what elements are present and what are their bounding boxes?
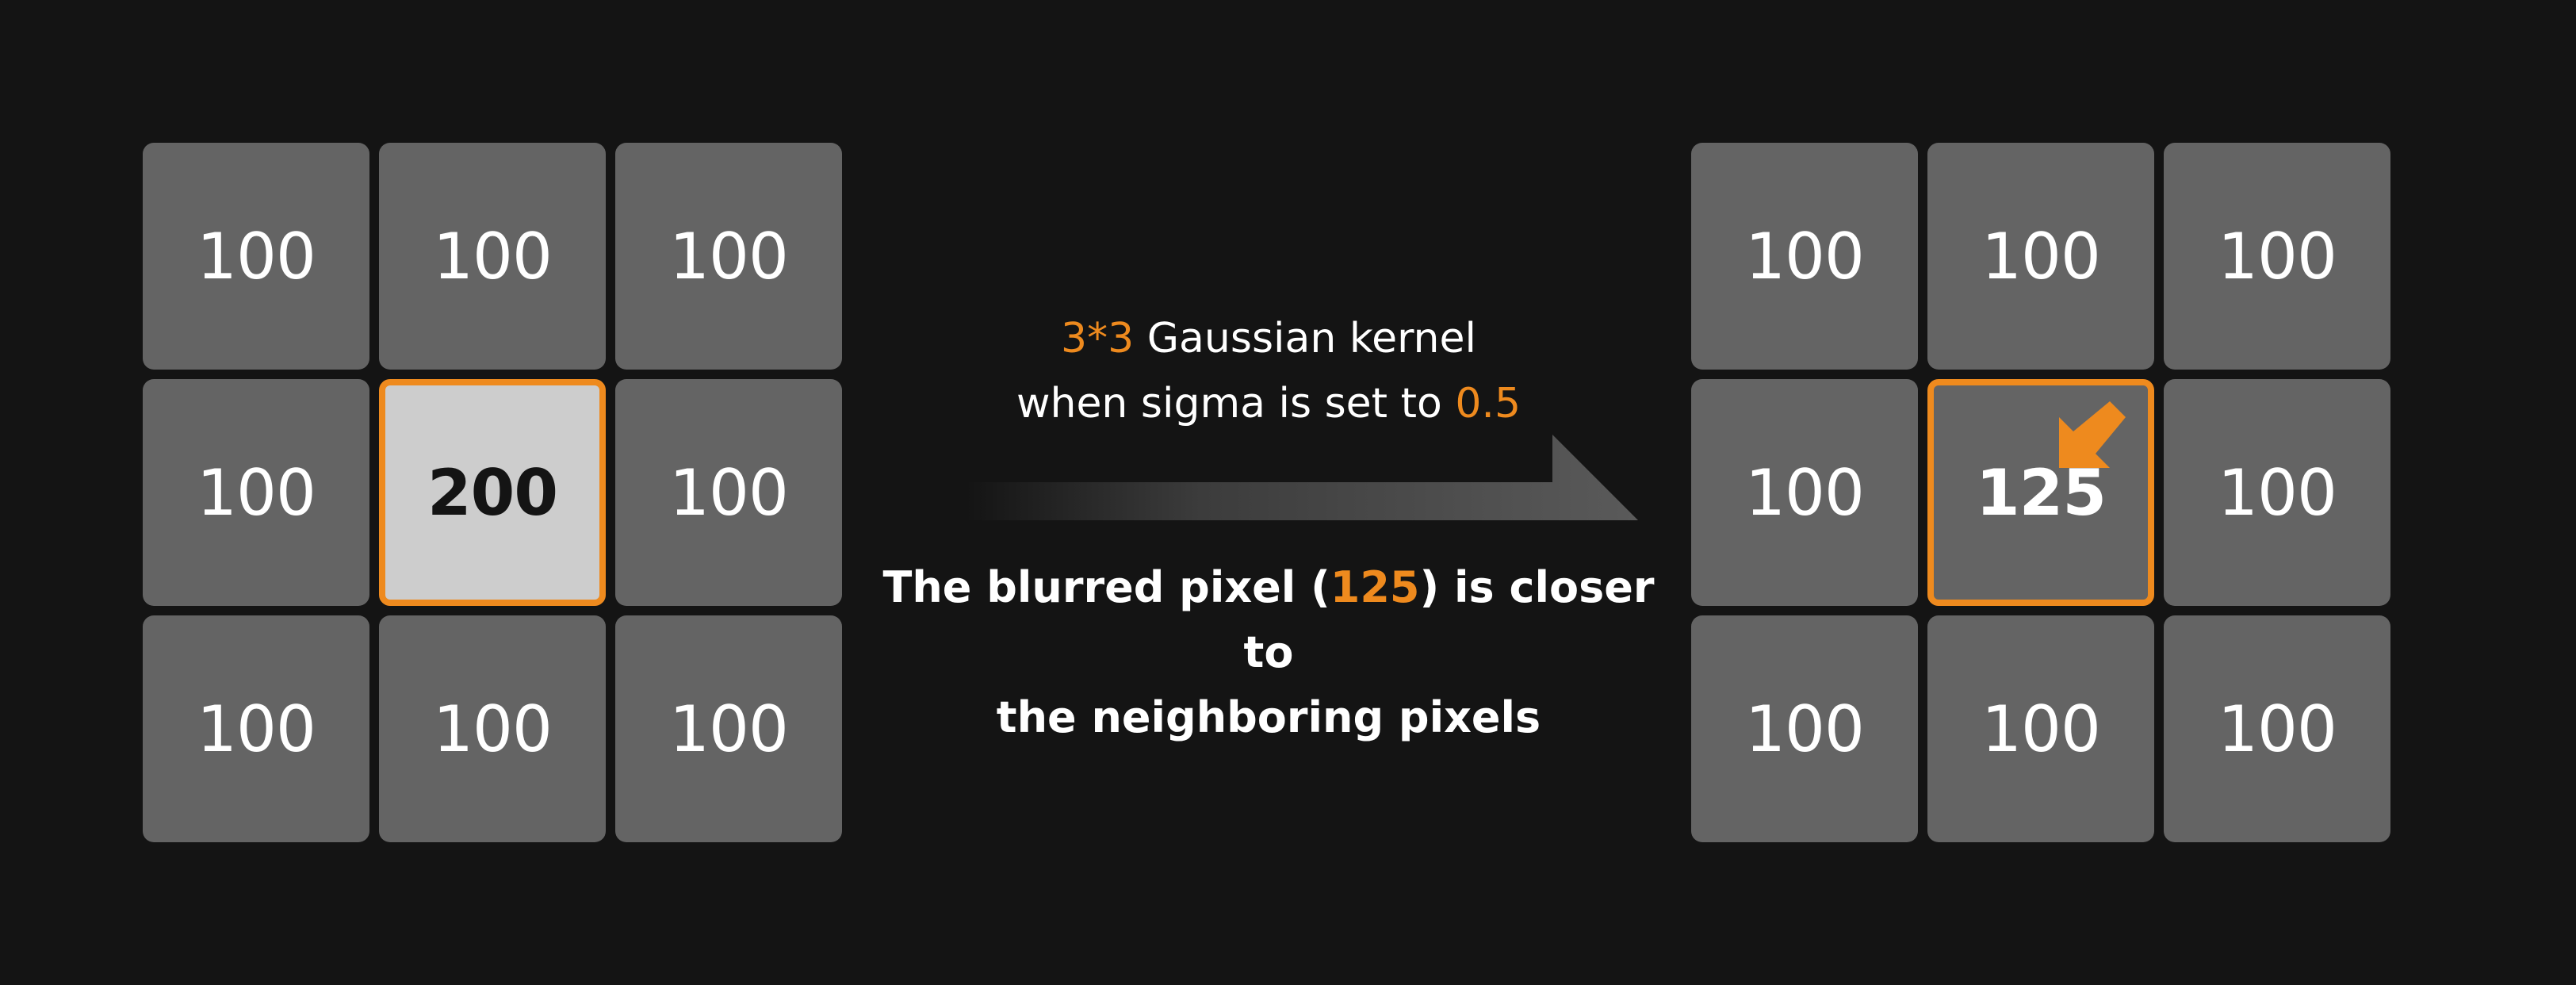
sigma-value: 0.5 [1455, 380, 1521, 427]
pixel-cell: 100 [143, 143, 369, 370]
kernel-caption: 3*3 Gaussian kernel when sigma is set to… [872, 306, 1665, 436]
pixel-cell: 100 [1927, 143, 2154, 370]
result-text-post: ) is closer to [1243, 562, 1655, 677]
pixel-cell: 100 [379, 615, 606, 842]
original-pixel-grid: 100 100 100 100 200 100 100 100 100 [143, 143, 842, 842]
result-text-pre: The blurred pixel ( [882, 562, 1330, 612]
pixel-cell: 100 [2164, 143, 2390, 370]
kernel-caption-line2: when sigma is set to 0.5 [872, 371, 1665, 436]
pixel-cell: 100 [615, 379, 842, 606]
right-arrow-icon [966, 435, 1638, 520]
kernel-label: Gaussian kernel [1134, 315, 1476, 362]
blurred-center-value: 125 [1976, 455, 2107, 530]
pixel-cell: 100 [379, 143, 606, 370]
blurred-pixel-grid: 100 100 100 100 125 100 100 100 100 [1691, 143, 2390, 842]
pixel-cell: 100 [1691, 615, 1918, 842]
blurred-center-cell: 125 [1927, 379, 2154, 606]
pixel-cell: 100 [1691, 143, 1918, 370]
arrow-down-left-icon [2059, 401, 2126, 468]
result-caption-line2: the neighboring pixels [996, 692, 1541, 742]
result-caption: The blurred pixel (125) is closer to the… [872, 555, 1665, 750]
pixel-cell: 100 [2164, 615, 2390, 842]
center-pixel-cell: 200 [379, 379, 606, 606]
kernel-caption-line1: 3*3 Gaussian kernel [872, 306, 1665, 371]
kernel-size: 3*3 [1061, 315, 1135, 362]
pixel-cell: 100 [615, 615, 842, 842]
pixel-cell: 100 [1691, 379, 1918, 606]
pixel-cell: 100 [2164, 379, 2390, 606]
blurred-value: 125 [1330, 562, 1420, 612]
pixel-cell: 100 [615, 143, 842, 370]
pixel-cell: 100 [1927, 615, 2154, 842]
result-caption-line1: The blurred pixel (125) is closer to [872, 555, 1665, 685]
pixel-cell: 100 [143, 379, 369, 606]
sigma-label: when sigma is set to [1016, 380, 1456, 427]
pixel-cell: 100 [143, 615, 369, 842]
